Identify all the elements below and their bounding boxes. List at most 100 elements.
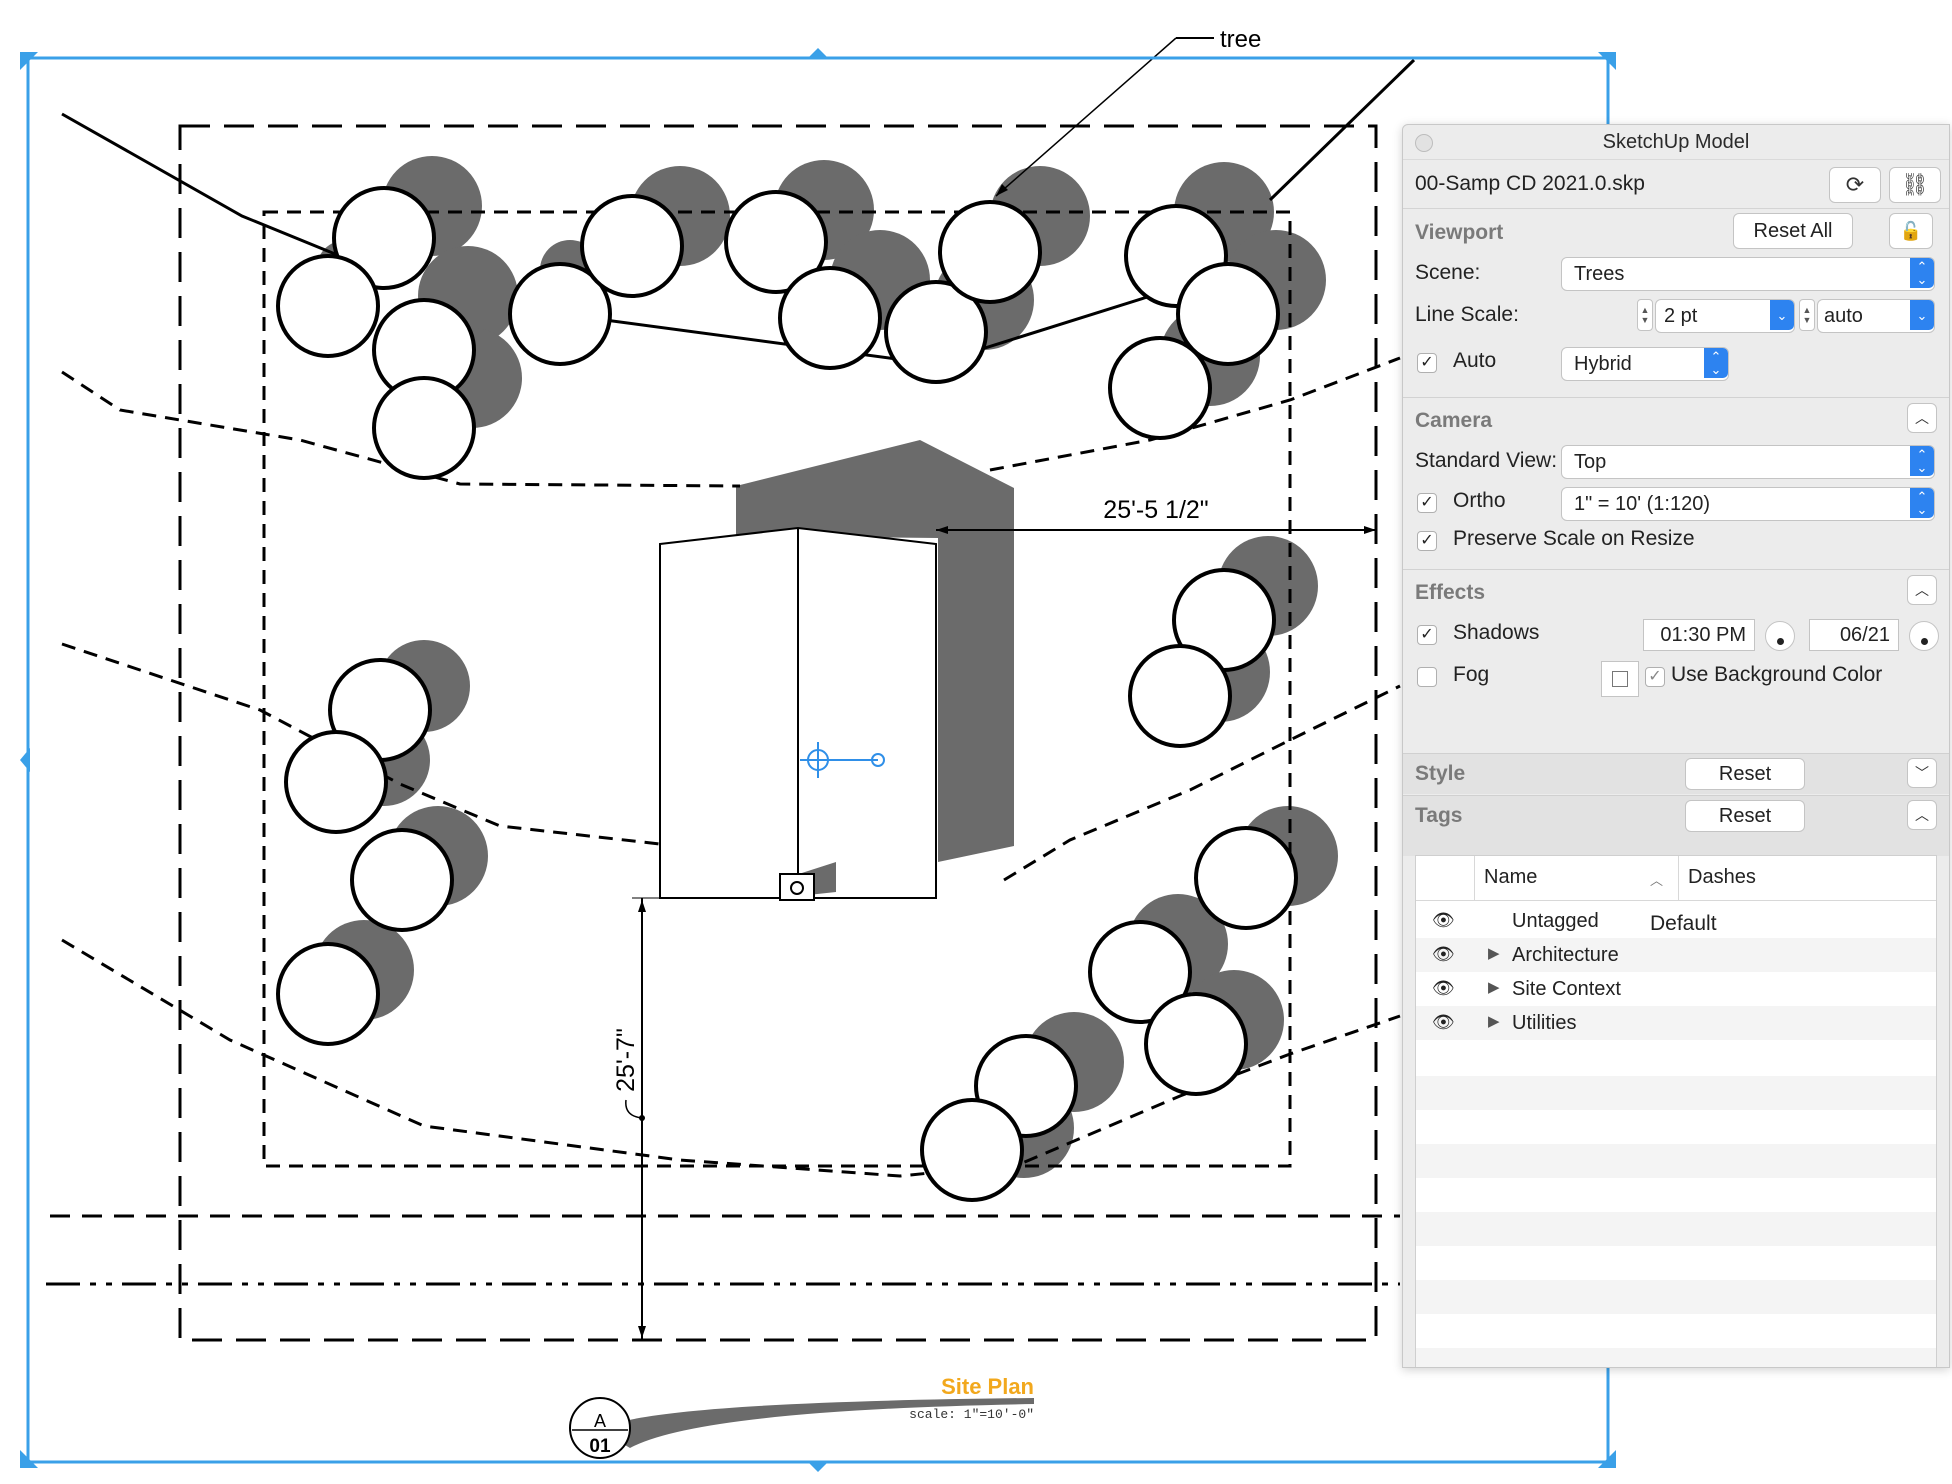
shadow-time-field[interactable]: 01:30 PM: [1643, 619, 1755, 651]
scene-label: Scene:: [1415, 261, 1481, 284]
tags-table[interactable]: Name ︿ Dashes 👁 Untagged Default 👁 ▶ Architec…: [1415, 855, 1937, 1367]
shadows-label: Shadows: [1453, 621, 1540, 644]
tags-reset-button[interactable]: Reset: [1685, 800, 1805, 832]
time-dial[interactable]: [1765, 621, 1795, 651]
tag-name: Utilities: [1512, 1012, 1577, 1034]
entry-box[interactable]: [779, 873, 815, 901]
chevron-down-icon: ⌄: [1770, 300, 1794, 330]
shadows-checkbox[interactable]: ✓: [1417, 625, 1437, 645]
effects-section-title: Effects: [1415, 581, 1486, 604]
scene-value: Trees: [1574, 263, 1625, 285]
sort-ascending-icon: ︿: [1650, 873, 1664, 888]
divider: [1403, 569, 1949, 570]
tag-row[interactable]: 👁 Untagged Default: [1416, 904, 1936, 938]
auto-checkbox[interactable]: ✓: [1417, 353, 1437, 373]
collapse-camera-button[interactable]: ︿: [1907, 403, 1937, 433]
close-window-button[interactable]: [1415, 134, 1433, 152]
line-scale-value: 2 pt: [1664, 305, 1698, 327]
use-background-label: Use Background Color: [1671, 663, 1883, 686]
standard-view-label: Standard View:: [1415, 449, 1558, 472]
tree-callout[interactable]: tree: [995, 26, 1261, 197]
sheet-number: 01: [589, 1436, 611, 1457]
panel-title: SketchUp Model: [1602, 131, 1750, 153]
drawing-scale: scale: 1"=10'-0": [909, 1407, 1034, 1422]
line-scale-auto-select[interactable]: auto ⌄: [1817, 299, 1935, 333]
expand-triangle-icon[interactable]: ▶: [1488, 945, 1500, 962]
ortho-scale-select[interactable]: 1" = 10' (1:120) ⌃⌄: [1561, 487, 1935, 521]
relink-model-button[interactable]: ⛓: [1889, 167, 1941, 203]
contour-lines: [61, 356, 1401, 1178]
style-section: Style Reset ﹀: [1403, 753, 1949, 794]
ortho-label: Ortho: [1453, 489, 1506, 512]
dimension-horizontal-text: 25'-5 1/2": [1103, 496, 1208, 524]
chevron-updown-icon: ⌃⌄: [1910, 446, 1934, 476]
trees[interactable]: [276, 186, 1298, 1202]
visibility-eye-icon[interactable]: 👁: [1432, 910, 1455, 930]
tag-row[interactable]: 👁 ▶ Utilities: [1416, 1006, 1936, 1040]
expand-style-button[interactable]: ﹀: [1907, 758, 1937, 788]
tag-name: Untagged: [1512, 910, 1599, 932]
chevron-up-icon: ︿: [1915, 582, 1929, 598]
tags-section-title: Tags: [1415, 804, 1463, 827]
ortho-scale-value: 1" = 10' (1:120): [1574, 493, 1711, 515]
name-column-header[interactable]: Name: [1484, 866, 1538, 888]
model-file-name: 00-Samp CD 2021.0.skp: [1415, 172, 1645, 195]
render-mode-select[interactable]: Hybrid ⌃⌄: [1561, 347, 1729, 381]
ortho-checkbox[interactable]: ✓: [1417, 493, 1437, 513]
tag-name: Architecture: [1512, 944, 1619, 966]
refresh-icon: ⟳: [1845, 172, 1865, 197]
title-block[interactable]: A 01 Site Plan scale: 1"=10'-0": [569, 1374, 1034, 1459]
visibility-eye-icon[interactable]: 👁: [1432, 978, 1455, 998]
dimension-vertical[interactable]: 25'-7": [612, 897, 660, 1340]
tags-table-header: Name ︿ Dashes: [1416, 856, 1936, 901]
use-background-checkbox[interactable]: ✓: [1645, 667, 1665, 687]
tag-dashes[interactable]: Default: [1650, 912, 1717, 935]
line-scale-label: Line Scale:: [1415, 303, 1519, 326]
line-scale-auto-stepper[interactable]: ▲▼: [1799, 299, 1815, 331]
fog-checkbox[interactable]: [1417, 667, 1437, 687]
line-scale-auto-value: auto: [1824, 305, 1863, 327]
chevron-up-icon: ︿: [1915, 410, 1929, 426]
tag-row[interactable]: 👁▶Site Context: [1416, 972, 1936, 1006]
tag-row[interactable]: 👁 ▶ Architecture: [1416, 938, 1936, 972]
style-reset-button[interactable]: Reset: [1685, 758, 1805, 790]
sketchup-model-inspector: SketchUp Model 00-Samp CD 2021.0.skp ⟳ ⛓…: [1402, 124, 1950, 1368]
sheet-letter: A: [594, 1411, 606, 1431]
reset-all-button[interactable]: Reset All: [1733, 213, 1853, 249]
preserve-scale-checkbox[interactable]: ✓: [1417, 531, 1437, 551]
camera-section: Camera ︿ Standard View: Top ⌃⌄ ✓ Ortho 1…: [1403, 399, 1949, 589]
model-row: 00-Samp CD 2021.0.skp ⟳ ⛓: [1403, 160, 1949, 209]
expand-triangle-icon[interactable]: ▶: [1488, 979, 1500, 996]
unlock-viewport-button[interactable]: 🔓: [1889, 213, 1933, 249]
panel-titlebar: SketchUp Model: [1403, 125, 1949, 160]
line-scale-select[interactable]: 2 pt ⌄: [1655, 299, 1795, 333]
refresh-model-button[interactable]: ⟳: [1829, 167, 1881, 203]
dashes-column-header[interactable]: Dashes: [1688, 866, 1756, 888]
entry-marker: [790, 881, 804, 895]
collapse-effects-button[interactable]: ︿: [1907, 575, 1937, 605]
standard-view-select[interactable]: Top ⌃⌄: [1561, 445, 1935, 479]
fog-color-swatch[interactable]: [1601, 661, 1639, 697]
visibility-eye-icon[interactable]: 👁: [1432, 944, 1455, 964]
chevron-up-icon: ︿: [1915, 807, 1929, 823]
date-dial[interactable]: [1909, 621, 1939, 651]
chevron-down-icon: ﹀: [1915, 765, 1929, 781]
expand-triangle-icon[interactable]: ▶: [1488, 1013, 1500, 1030]
auto-label: Auto: [1453, 349, 1497, 372]
shadow-date-field[interactable]: 06/21: [1809, 619, 1899, 651]
dimension-horizontal[interactable]: 25'-5 1/2": [936, 496, 1376, 534]
style-section-title: Style: [1415, 762, 1466, 785]
drawing-title: Site Plan: [941, 1374, 1034, 1399]
effects-section: Effects ︿ ✓ Shadows 01:30 PM 06/21 Fog ✓…: [1403, 571, 1949, 771]
render-mode-value: Hybrid: [1574, 353, 1632, 375]
scene-select[interactable]: Trees ⌃⌄: [1561, 257, 1935, 291]
collapse-tags-button[interactable]: ︿: [1907, 800, 1937, 830]
site-boundary[interactable]: [178, 124, 1378, 1342]
camera-section-title: Camera: [1415, 409, 1493, 432]
line-scale-stepper[interactable]: ▲▼: [1637, 299, 1653, 331]
axis-origin: [800, 742, 885, 778]
visibility-eye-icon[interactable]: 👁: [1432, 1012, 1455, 1032]
building-shadow: [736, 440, 1014, 862]
